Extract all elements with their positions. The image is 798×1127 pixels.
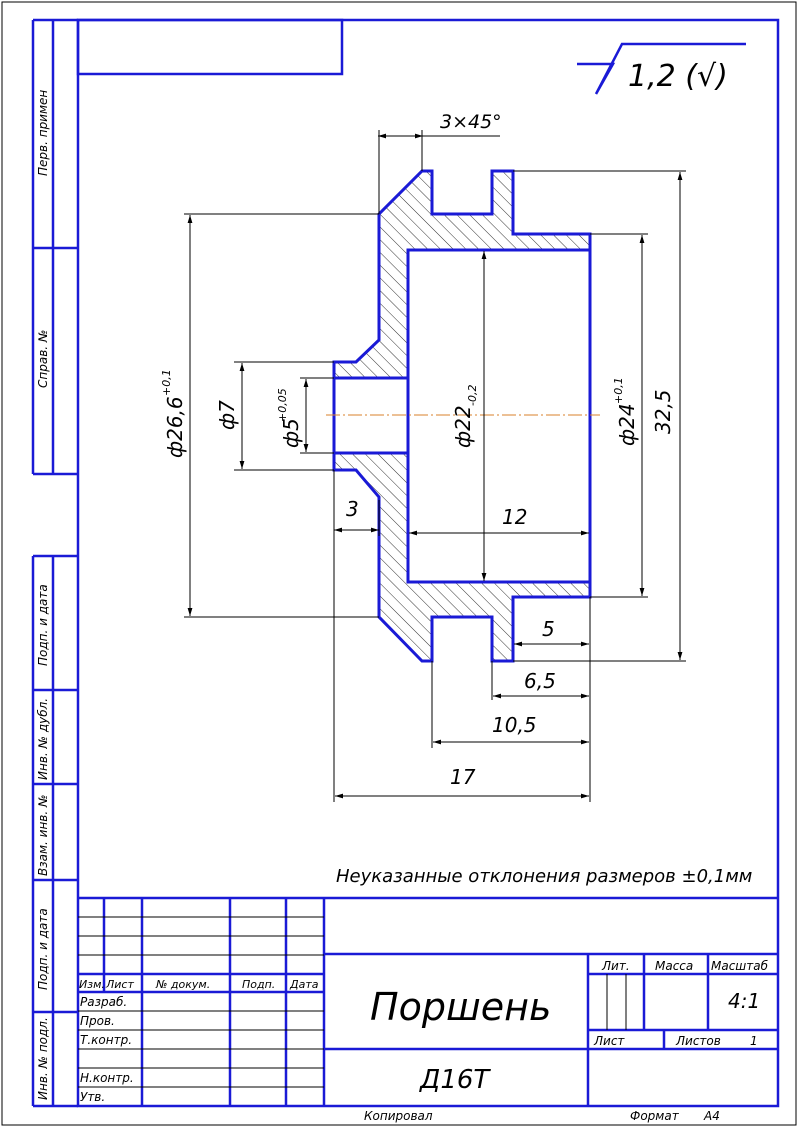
tb-list: Лист bbox=[105, 978, 134, 991]
tb-data: Дата bbox=[289, 978, 319, 991]
part-section bbox=[334, 171, 590, 661]
tb-podp: Подп. bbox=[242, 978, 275, 991]
footer-format: Формат bbox=[630, 1109, 680, 1123]
tb-razrab: Разраб. bbox=[80, 995, 127, 1009]
dim-d22-tol: -0,2 bbox=[466, 385, 479, 406]
side-label-vzam-inv-no: Взам. инв. № bbox=[36, 795, 50, 876]
tb-utv: Утв. bbox=[80, 1090, 105, 1104]
dim-d5-tol: +0,05 bbox=[276, 388, 289, 422]
side-label-inv-no-podl: Инв. № подл. bbox=[36, 1017, 50, 1100]
roughness-symbol bbox=[577, 42, 746, 95]
tb-nkontr: Н.контр. bbox=[80, 1071, 134, 1085]
dim-d5: ф5 bbox=[279, 418, 303, 448]
tb-list-label: Лист bbox=[593, 1034, 625, 1048]
dimension-lines bbox=[187, 133, 683, 799]
roughness-value: 1,2 (√) bbox=[628, 59, 728, 94]
dim-w17: 17 bbox=[450, 765, 476, 789]
title-block-thin-lines bbox=[78, 916, 627, 1088]
dim-d26: ф26,6 bbox=[163, 396, 187, 458]
side-label-inv-no-dubl: Инв. № дубл. bbox=[36, 698, 50, 780]
tb-doc-no: № докум. bbox=[155, 978, 210, 991]
tb-listov-label: Листов bbox=[675, 1034, 721, 1048]
dim-w105: 10,5 bbox=[492, 713, 537, 737]
tb-prov: Пров. bbox=[80, 1014, 115, 1028]
tolerance-note: Неуказанные отклонения размеров ±0,1мм bbox=[336, 866, 752, 887]
tb-lit: Лит. bbox=[601, 959, 630, 973]
dim-d22: ф22 bbox=[451, 405, 475, 448]
dim-w65: 6,5 bbox=[524, 669, 556, 693]
extension-lines bbox=[184, 130, 686, 802]
dim-d26-tol: +0,1 bbox=[160, 369, 173, 396]
title-block-grid bbox=[78, 896, 778, 1106]
tb-masshtab: Масштаб bbox=[711, 959, 769, 973]
tb-izm: Изм. bbox=[79, 978, 105, 991]
dim-w12: 12 bbox=[502, 505, 527, 529]
dim-d24: ф24 bbox=[615, 403, 639, 446]
side-label-sprav-no: Справ. № bbox=[36, 330, 50, 388]
left-margin-table bbox=[31, 18, 78, 1108]
top-left-box bbox=[76, 18, 344, 76]
dim-d7: ф7 bbox=[215, 400, 239, 430]
tb-tkontr: Т.контр. bbox=[80, 1033, 132, 1047]
side-label-perv-primen: Перв. примен bbox=[36, 90, 50, 176]
dim-chamfer: 3×45° bbox=[440, 111, 502, 133]
tb-scale-value: 4:1 bbox=[728, 989, 760, 1013]
dim-d24-tol: +0,1 bbox=[612, 377, 625, 404]
tb-massa: Масса bbox=[655, 959, 693, 973]
footer-kopiroval: Копировал bbox=[364, 1109, 433, 1123]
part-name: Поршень bbox=[370, 985, 551, 1029]
drawing-frame bbox=[76, 18, 780, 1108]
dim-h32: 32,5 bbox=[651, 389, 675, 434]
footer-format-value: А4 bbox=[703, 1109, 720, 1123]
dim-w3: 3 bbox=[346, 497, 359, 521]
side-label-podp-data-2: Подп. и дата bbox=[36, 908, 50, 990]
side-label-podp-data-1: Подп. и дата bbox=[36, 584, 50, 666]
dim-w5: 5 bbox=[542, 617, 555, 641]
tb-listov-value: 1 bbox=[750, 1034, 758, 1048]
part-material: Д16Т bbox=[419, 1065, 491, 1095]
